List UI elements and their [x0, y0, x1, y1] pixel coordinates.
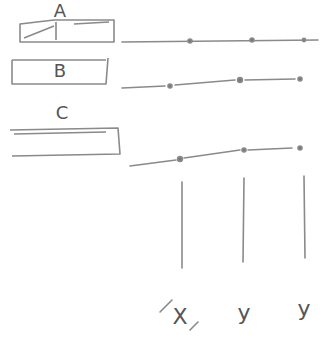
sketch-shape: A	[14, 2, 118, 44]
shape-letter: B	[54, 62, 66, 80]
column-letter: X	[172, 306, 187, 328]
sketch-shape: C	[6, 104, 126, 158]
sketch-shape: B	[8, 54, 112, 86]
shape-letter: C	[56, 104, 69, 122]
column-letter: y	[237, 302, 250, 324]
column-letter: y	[297, 298, 310, 320]
shape-letter: A	[54, 2, 66, 20]
